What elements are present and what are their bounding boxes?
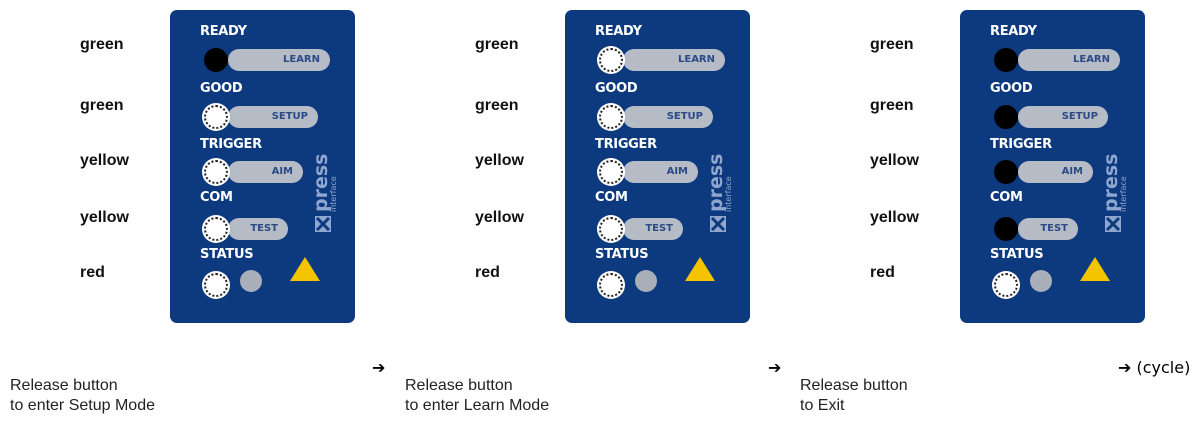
next-step-arrow: ➔ bbox=[372, 358, 386, 377]
good-led-on bbox=[599, 105, 623, 129]
trigger-label: TRIGGER bbox=[990, 137, 1052, 152]
led-color-label: yellow bbox=[870, 209, 919, 226]
mode-step-2: green green yellow yellow red READY LEARN GOOD S… bbox=[395, 0, 785, 431]
warning-triangle-icon bbox=[288, 255, 322, 283]
led-color-label: yellow bbox=[870, 152, 919, 169]
status-label: STATUS bbox=[595, 247, 649, 262]
led-color-label: green bbox=[80, 97, 124, 114]
caption-line-2: to enter Learn Mode bbox=[405, 397, 550, 414]
led-color-label: red bbox=[80, 264, 105, 281]
led-color-label: green bbox=[870, 97, 914, 114]
trigger-label: TRIGGER bbox=[595, 137, 657, 152]
com-test-button[interactable]: TEST bbox=[623, 218, 683, 240]
logo-subtext: interface bbox=[1119, 176, 1128, 212]
caption-line-1: Release button bbox=[800, 377, 908, 394]
caption-line-1: Release button bbox=[405, 377, 513, 394]
trigger-led-on bbox=[599, 160, 623, 184]
good-label: GOOD bbox=[200, 81, 243, 96]
step-caption: Release button to Exit bbox=[800, 376, 1080, 416]
status-led-on bbox=[204, 273, 228, 297]
led-color-label: yellow bbox=[80, 209, 129, 226]
led-color-label: green bbox=[80, 36, 124, 53]
good-label: GOOD bbox=[990, 81, 1033, 96]
caption-line-2: to enter Setup Mode bbox=[10, 397, 155, 414]
ready-learn-button[interactable]: LEARN bbox=[1018, 49, 1120, 71]
led-color-label: green bbox=[475, 97, 519, 114]
caption-line-2: to Exit bbox=[800, 397, 845, 414]
next-step-arrow: ➔ bbox=[768, 358, 782, 377]
good-led-off bbox=[994, 105, 1018, 129]
trigger-label: TRIGGER bbox=[200, 137, 262, 152]
xpress-interface-panel: READY LEARN GOOD SETUP TRIGGER AIM COM TEST STAT… bbox=[960, 10, 1145, 323]
logo-text: press bbox=[310, 154, 332, 212]
status-label: STATUS bbox=[200, 247, 254, 262]
ready-learn-button[interactable]: LEARN bbox=[228, 49, 330, 71]
led-color-label: green bbox=[870, 36, 914, 53]
trigger-aim-button[interactable]: AIM bbox=[1018, 161, 1093, 183]
com-led-on bbox=[599, 217, 623, 241]
mode-step-3: green green yellow yellow red READY LEARN GOOD S… bbox=[790, 0, 1180, 431]
ready-led-on bbox=[599, 48, 623, 72]
good-setup-button[interactable]: SETUP bbox=[1018, 106, 1108, 128]
mode-step-1: green green yellow yellow red READY LEARN GOOD S… bbox=[0, 0, 390, 431]
com-label: COM bbox=[595, 190, 628, 205]
led-color-label: red bbox=[475, 264, 500, 281]
logo-text: press bbox=[705, 154, 727, 212]
good-label: GOOD bbox=[595, 81, 638, 96]
good-led-on bbox=[204, 105, 228, 129]
ready-label: READY bbox=[200, 24, 247, 39]
trigger-led-on bbox=[204, 160, 228, 184]
com-label: COM bbox=[200, 190, 233, 205]
logo-subtext: interface bbox=[329, 176, 338, 212]
ready-learn-button[interactable]: LEARN bbox=[623, 49, 725, 71]
status-label: STATUS bbox=[990, 247, 1044, 262]
warning-triangle-icon bbox=[1078, 255, 1112, 283]
next-step-arrow: ➔ (cycle) bbox=[1118, 358, 1191, 377]
com-test-button[interactable]: TEST bbox=[228, 218, 288, 240]
com-led-off bbox=[994, 217, 1018, 241]
logo-subtext: interface bbox=[724, 176, 733, 212]
caption-line-1: Release button bbox=[10, 377, 118, 394]
xpress-interface-panel: READY LEARN GOOD SETUP TRIGGER AIM COM TEST STAT… bbox=[170, 10, 355, 323]
com-test-button[interactable]: TEST bbox=[1018, 218, 1078, 240]
ready-led-off bbox=[994, 48, 1018, 72]
status-indicator-dot bbox=[1030, 270, 1052, 292]
led-color-label: yellow bbox=[80, 152, 129, 169]
trigger-led-off bbox=[994, 160, 1018, 184]
led-color-label: yellow bbox=[475, 152, 524, 169]
logo-text: press bbox=[1100, 154, 1122, 212]
good-setup-button[interactable]: SETUP bbox=[228, 106, 318, 128]
trigger-aim-button[interactable]: AIM bbox=[623, 161, 698, 183]
status-indicator-dot bbox=[240, 270, 262, 292]
ready-label: READY bbox=[595, 24, 642, 39]
status-led-on bbox=[599, 273, 623, 297]
com-label: COM bbox=[990, 190, 1023, 205]
step-caption: Release button to enter Setup Mode bbox=[10, 376, 290, 416]
step-caption: Release button to enter Learn Mode bbox=[405, 376, 685, 416]
ready-label: READY bbox=[990, 24, 1037, 39]
status-led-on bbox=[994, 273, 1018, 297]
xpress-interface-panel: READY LEARN GOOD SETUP TRIGGER AIM COM TEST STAT… bbox=[565, 10, 750, 323]
ready-led-off bbox=[204, 48, 228, 72]
led-color-label: green bbox=[475, 36, 519, 53]
good-setup-button[interactable]: SETUP bbox=[623, 106, 713, 128]
com-led-on bbox=[204, 217, 228, 241]
trigger-aim-button[interactable]: AIM bbox=[228, 161, 303, 183]
led-color-label: yellow bbox=[475, 209, 524, 226]
status-indicator-dot bbox=[635, 270, 657, 292]
led-color-label: red bbox=[870, 264, 895, 281]
warning-triangle-icon bbox=[683, 255, 717, 283]
